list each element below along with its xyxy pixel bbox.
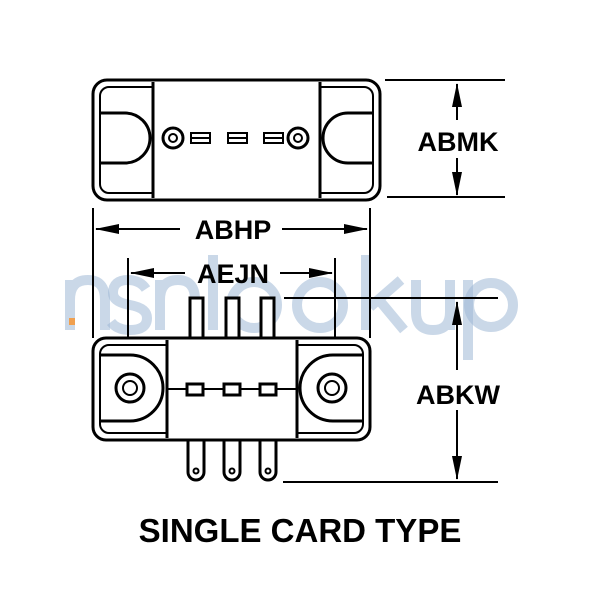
dimension-label-abmk: ABMK [418, 127, 499, 157]
dimension-abhp: ABHP [92, 208, 371, 338]
dimension-label-abkw: ABKW [416, 380, 500, 410]
dimension-label-aejn: AEJN [197, 259, 269, 289]
dimension-aejn: AEJN [127, 258, 336, 338]
diagram-caption: SINGLE CARD TYPE [139, 512, 462, 549]
dimension-abkw: ABKW [283, 297, 501, 483]
dimension-label-abhp: ABHP [195, 215, 272, 245]
watermark-dot [69, 318, 75, 325]
dimension-abmk: ABMK [385, 79, 505, 198]
connector-side-view [91, 296, 372, 482]
connector-top-view [91, 78, 382, 202]
